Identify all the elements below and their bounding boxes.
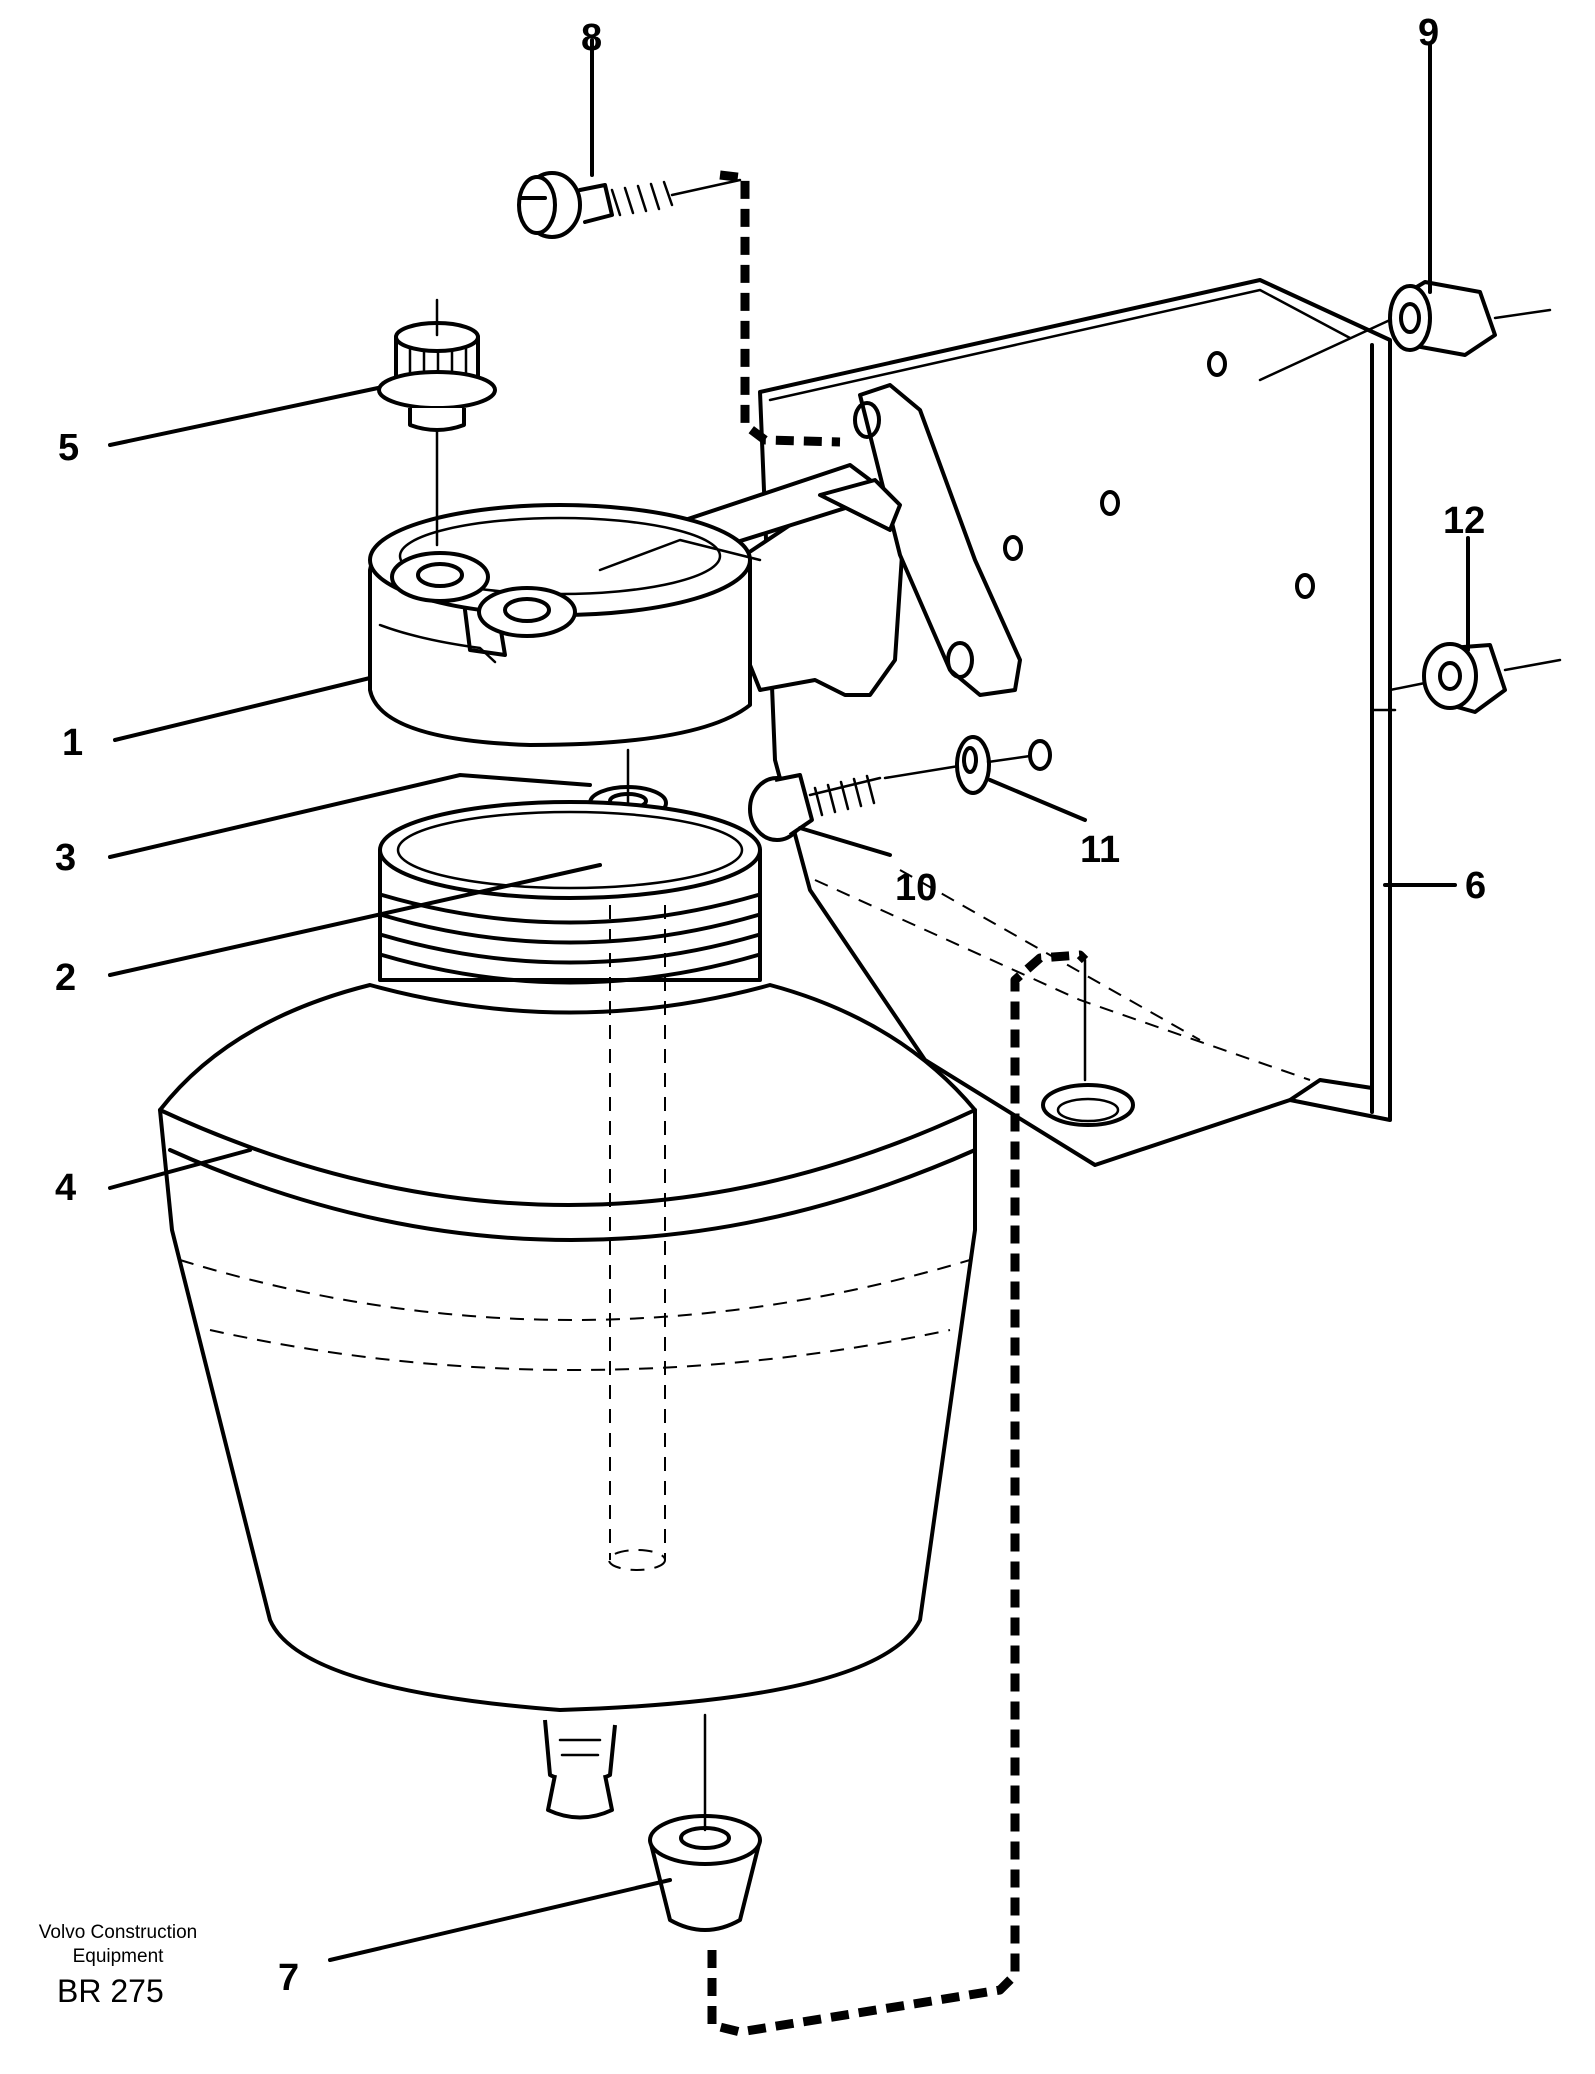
callout-8: 8 bbox=[581, 17, 602, 59]
leader-lines bbox=[108, 38, 1470, 1962]
callout-10: 10 bbox=[895, 867, 937, 909]
rubber-grommet bbox=[648, 1713, 762, 1932]
expansion-tank bbox=[158, 800, 977, 1820]
screw-and-washer bbox=[748, 735, 1052, 842]
spacer-bushing bbox=[1388, 642, 1562, 714]
footer-company-line2: Equipment bbox=[73, 1946, 165, 1967]
footer-company-line1: Volvo Construction bbox=[39, 1922, 197, 1943]
footer-block: Volvo Construction Equipment BR 275 bbox=[39, 1922, 197, 2009]
callout-12: 12 bbox=[1443, 500, 1485, 542]
footer-code: BR 275 bbox=[57, 1973, 164, 2009]
callout-11: 11 bbox=[1080, 829, 1120, 871]
bolt-screw bbox=[517, 171, 742, 239]
callout-1: 1 bbox=[62, 722, 83, 764]
assembly-path-bolt bbox=[719, 170, 841, 447]
callout-7: 7 bbox=[278, 1957, 299, 1999]
callout-2: 2 bbox=[55, 957, 76, 999]
callout-6: 6 bbox=[1465, 865, 1486, 907]
nut bbox=[1258, 280, 1552, 382]
callout-3: 3 bbox=[55, 837, 76, 879]
callout-labels: 8 9 5 12 1 11 6 10 3 2 4 7 bbox=[55, 12, 1486, 1999]
callout-5: 5 bbox=[58, 427, 79, 469]
assembly-path-grommet bbox=[707, 950, 1089, 2037]
reservoir-head bbox=[368, 383, 1022, 747]
filler-cap bbox=[377, 298, 497, 547]
callout-4: 4 bbox=[55, 1167, 76, 1209]
callout-9: 9 bbox=[1418, 12, 1439, 54]
